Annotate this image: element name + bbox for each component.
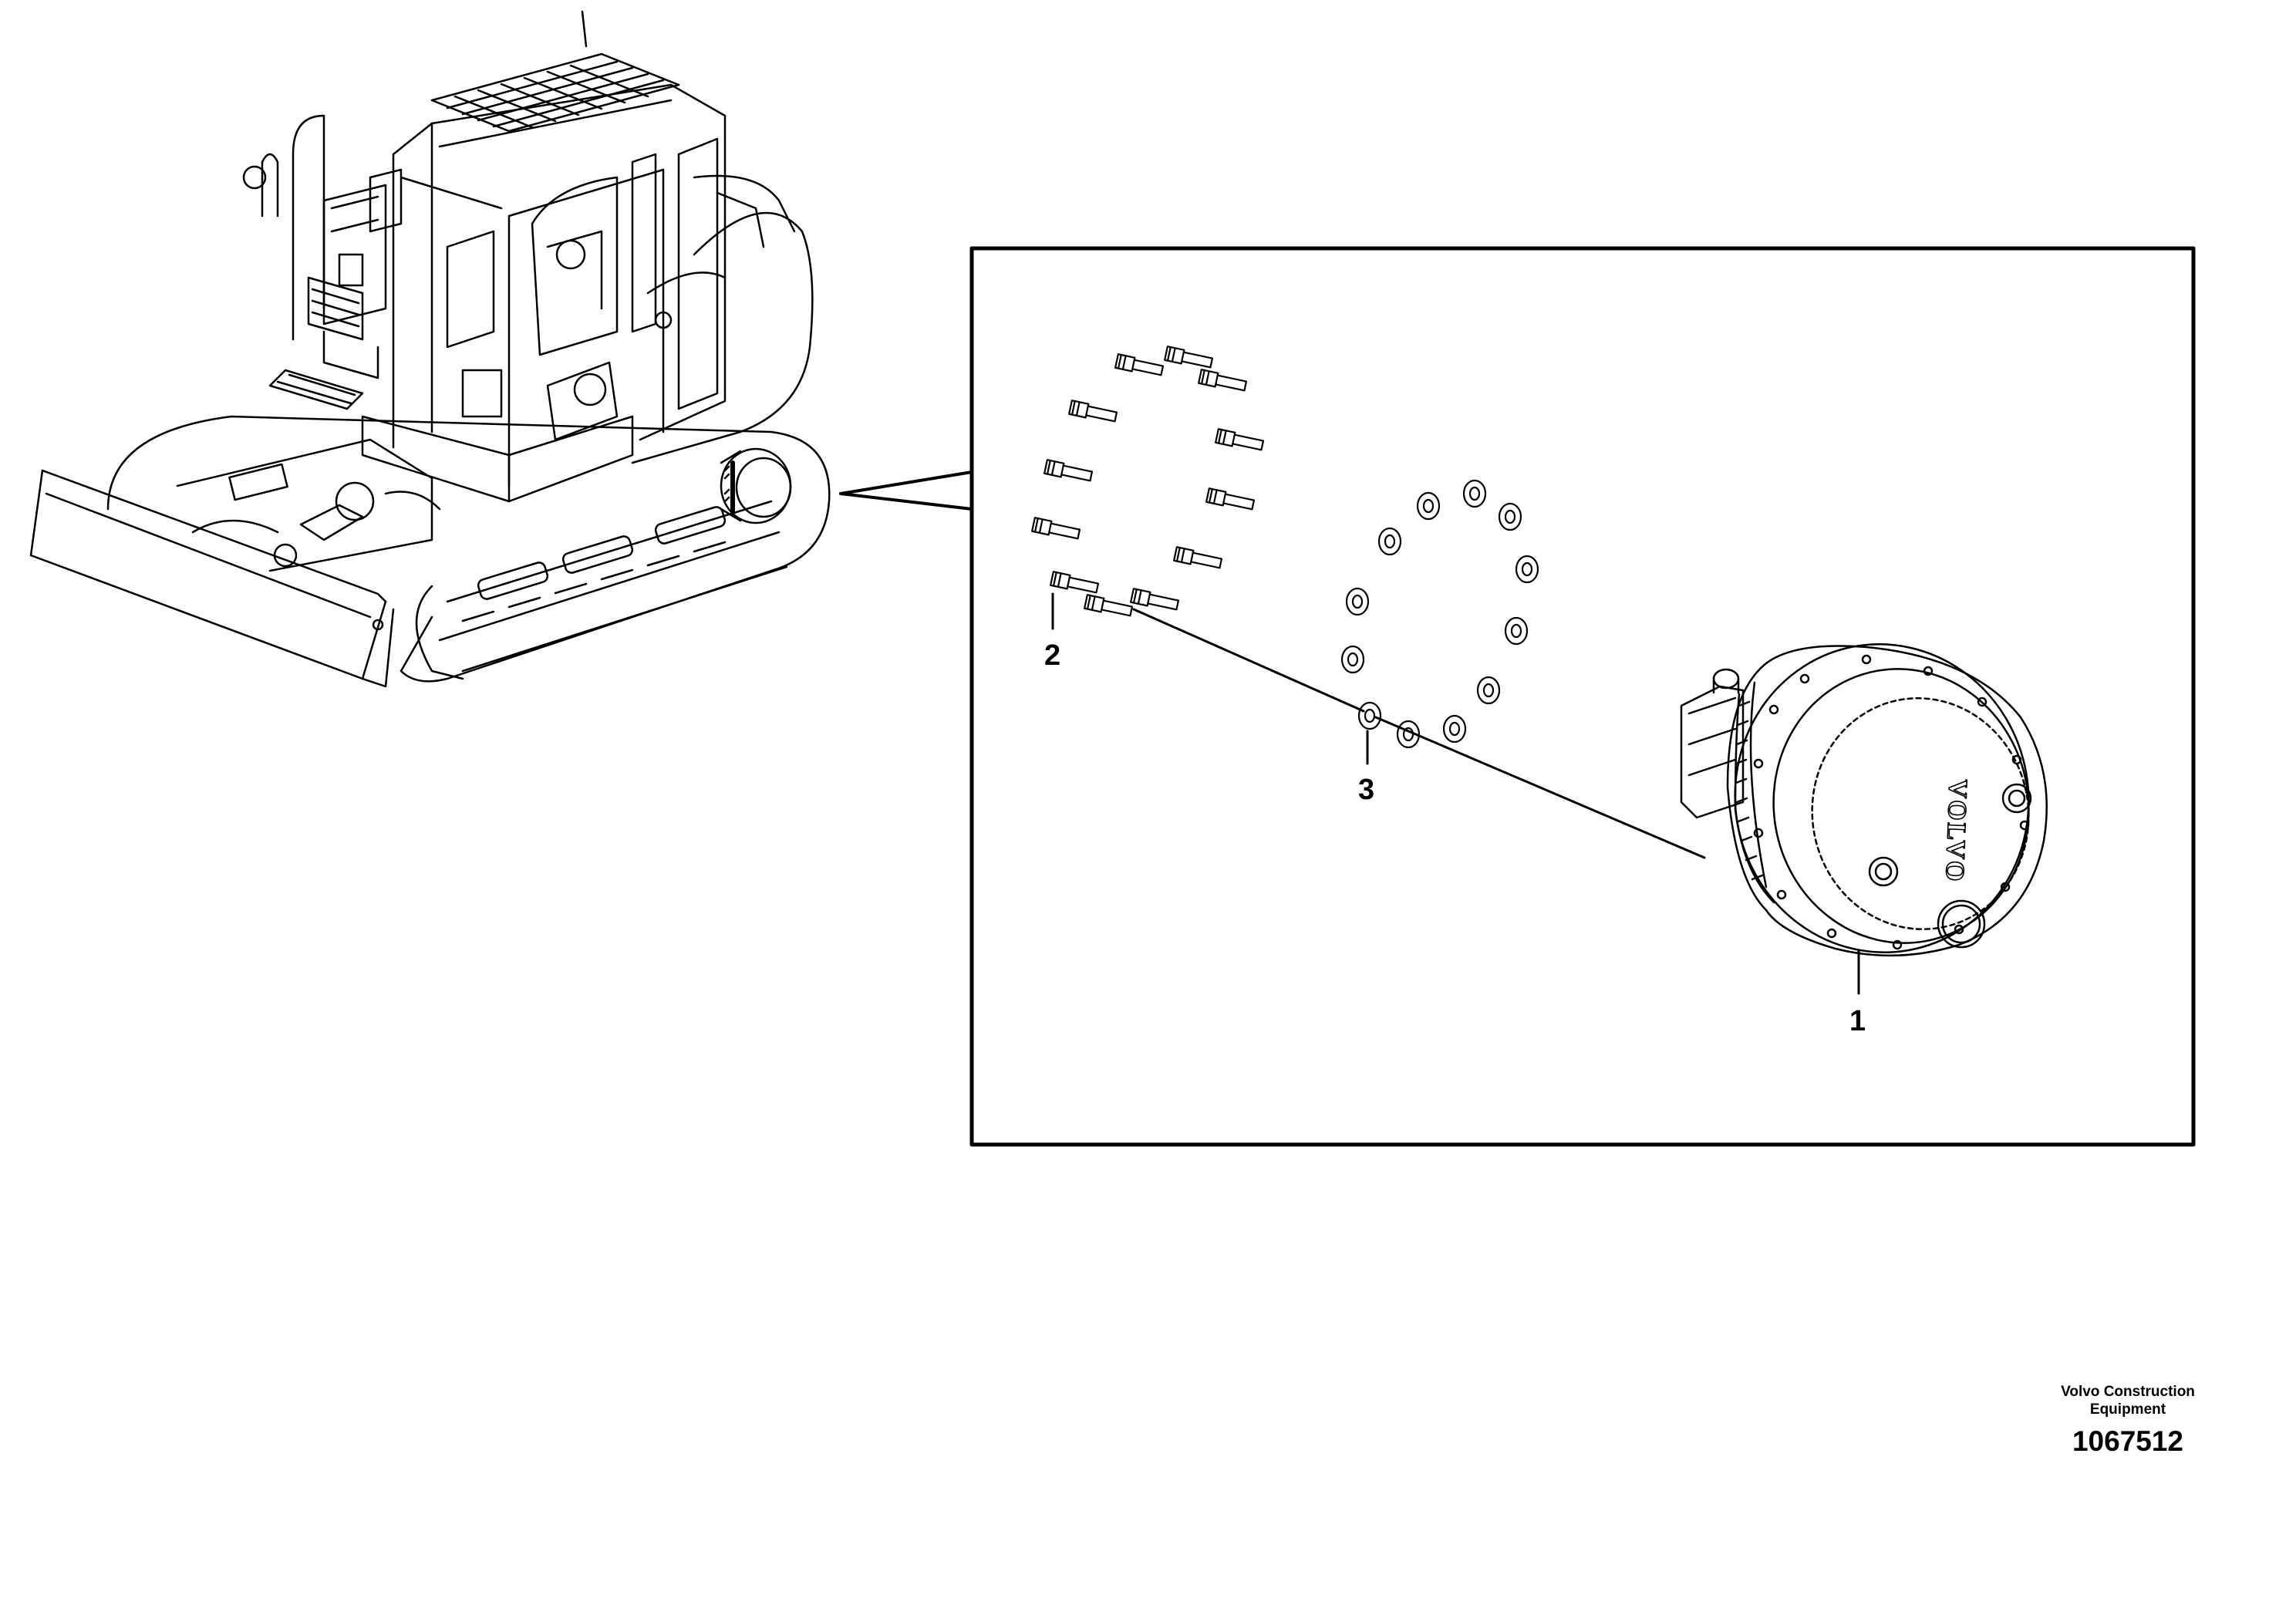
bolt-set <box>1031 346 1265 617</box>
motor-brand-text: VOLVO <box>1940 779 1972 884</box>
callout-2: 2 <box>1044 639 1060 672</box>
excavator-overview <box>29 10 831 688</box>
access-steps <box>268 276 379 410</box>
travel-motor <box>1680 643 2048 957</box>
callout-3: 3 <box>1358 774 1374 806</box>
assembly-axis-line <box>1132 608 1706 859</box>
travel-motor-location <box>720 447 792 524</box>
manufacturer-line-1: Volvo Construction <box>2061 1384 2195 1400</box>
cab-roof-grille <box>430 10 680 133</box>
callout-1: 1 <box>1849 1005 1866 1037</box>
washer-set <box>1340 479 1539 749</box>
detail-frame <box>969 246 2196 1147</box>
callout-leaders <box>1051 592 1860 995</box>
manufacturer-line-2: Equipment <box>2089 1401 2166 1418</box>
drawing-number: 1067512 <box>2072 1425 2184 1457</box>
detail-leader <box>839 470 973 511</box>
drawing-footer: Volvo Construction Equipment 1067512 <box>2012 1383 2244 1460</box>
